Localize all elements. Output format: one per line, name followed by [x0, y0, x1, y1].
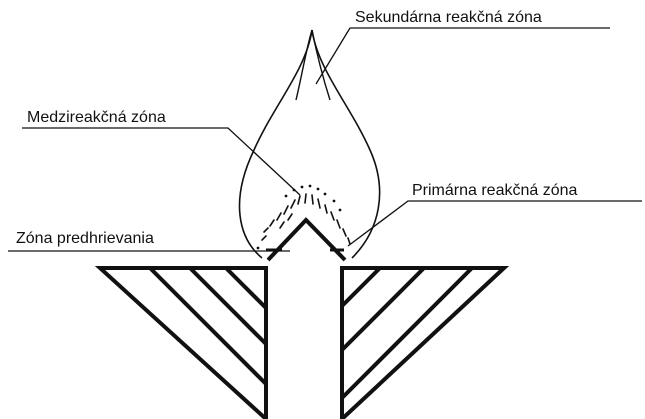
burner-left-wall	[100, 268, 266, 419]
primary-cone	[268, 220, 345, 260]
leader-lines	[8, 28, 642, 251]
leader-secondary-pointer	[316, 28, 350, 84]
label-primary-reaction-zone: Primárna reakčná zóna	[412, 182, 577, 200]
label-secondary-reaction-zone: Sekundárna reakčná zóna	[355, 9, 542, 27]
burner-right-wall	[342, 268, 504, 419]
leader-interreaction	[22, 128, 300, 195]
label-preheat-zone: Zóna predhrievania	[16, 230, 154, 248]
flame-inner-left	[296, 30, 312, 100]
leader-primary	[348, 201, 642, 246]
label-interreaction-zone: Medzireakčná zóna	[27, 109, 166, 127]
